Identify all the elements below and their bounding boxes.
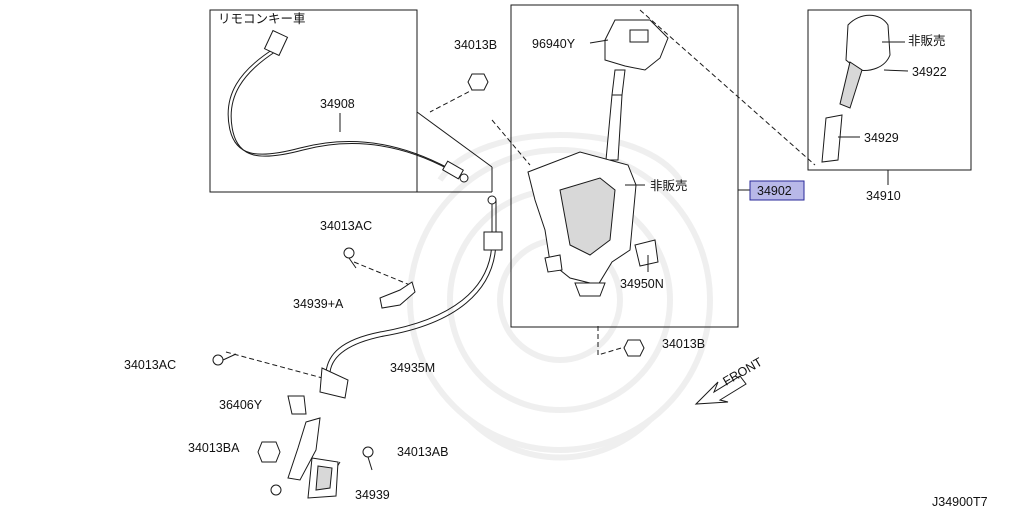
remote-box-title: リモコンキー車 [218,12,306,26]
diagram-code: J34900T7 [932,495,988,509]
fasteners [212,73,645,471]
highlighted-part-34902[interactable]: 34902 [738,180,805,201]
label-34922: 34922 [912,65,947,79]
label-34013AC-left: 34013AC [124,358,176,372]
label-34929: 34929 [864,131,899,145]
label-not-for-sale-knob: 非販売 [908,33,946,48]
shifter-assembly-box [510,4,739,328]
label-34950N: 34950N [620,277,664,291]
knob-box [807,9,972,185]
label-34908: 34908 [320,97,355,111]
label-34910: 34910 [866,189,901,203]
label-34013AB: 34013AB [397,445,448,459]
remote-key-box: リモコンキー車 [209,9,493,193]
label-34013B-top: 34013B [454,38,497,52]
label-34939: 34939 [355,488,390,502]
label-34902[interactable]: 34902 [757,184,792,198]
label-not-for-sale-base: 非販売 [650,178,688,193]
label-34013B-mid: 34013B [662,337,705,351]
label-34939A: 34939+A [293,297,344,311]
front-direction-arrow: FRONT [694,355,765,405]
shift-cable [270,195,503,499]
label-36406Y: 36406Y [219,398,263,412]
label-34013AC-top: 34013AC [320,219,372,233]
dashed-leaders [225,9,816,479]
label-34013BA: 34013BA [188,441,240,455]
label-34935M: 34935M [390,361,435,375]
label-96940Y: 96940Y [532,37,576,51]
part-labels: 34013B 96940Y 34908 34013AC 34939+A 3493… [124,33,947,502]
